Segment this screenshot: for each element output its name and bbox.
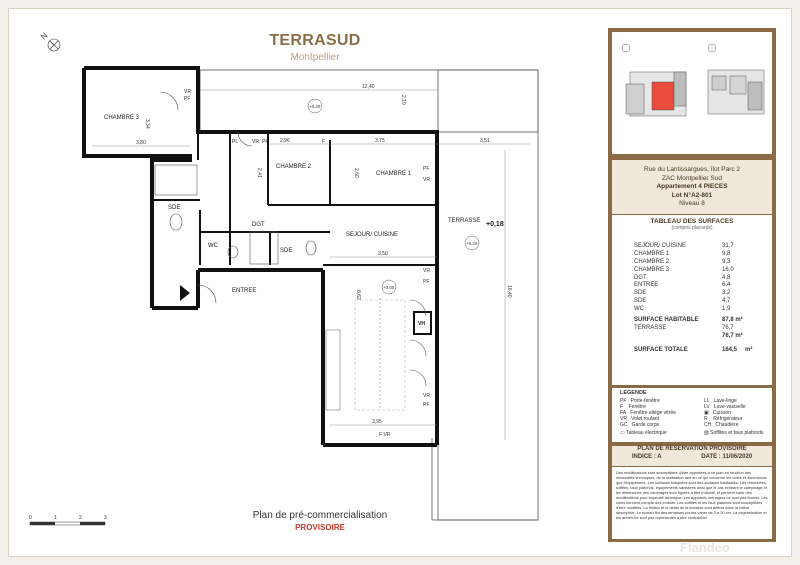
project-city: Montpellier	[290, 52, 340, 63]
room-sde-2: SDE	[280, 248, 292, 254]
marker-pf-4: PF	[423, 279, 429, 285]
marker-vh: VH	[418, 321, 425, 327]
marker-vr-2: VR	[252, 139, 259, 145]
reservation-bar: PLAN DE RESERVATION PROVISOIRE INDICE : …	[612, 446, 772, 466]
caption-line-1: Plan de pré-commercialisation	[252, 510, 388, 521]
dim-3-95: 3,95	[372, 419, 382, 425]
level-key-plan-1	[625, 71, 687, 117]
dim-3-34: 3,34	[144, 119, 150, 129]
surfaces-title: TABLEAU DES SURFACES	[650, 218, 734, 225]
marker-pf-3: PF	[423, 166, 429, 172]
dim-3-51: 3,51	[480, 138, 490, 144]
marker-vr: VR	[184, 89, 191, 95]
floor-plan: N	[29, 31, 539, 526]
index-label: INDICE : A	[631, 454, 662, 460]
level-2: +0.00	[383, 285, 395, 290]
marker-vr-4: VR	[423, 268, 430, 274]
reservation-title: PLAN DE RESERVATION PROVISOIRE	[637, 446, 747, 452]
dim-2-60: 2,60	[353, 168, 359, 178]
address: Rue du Lantissargues, îlot Parc 2	[643, 166, 741, 173]
dim-12-40: 12,40	[362, 84, 375, 90]
room-chambre-3: CHAMBRE 3	[104, 115, 140, 121]
room-wc: WC	[208, 243, 219, 249]
marker-vr-3: VR	[423, 177, 430, 183]
dim-2-10: 2,10	[400, 95, 406, 105]
lot-number: Lot N°A2-801	[671, 191, 713, 199]
dim-2-96: 2,96	[280, 138, 290, 144]
surfaces-subtitle: (compris placards)	[671, 225, 713, 231]
zone: ZAC Montpellier Sud	[662, 174, 722, 182]
level-1: +0.20	[309, 104, 321, 109]
legal-notes: Des modifications sont susceptibles d'êt…	[612, 467, 772, 539]
surfaces-table: TABLEAU DES SURFACES (compris placards) …	[612, 215, 772, 385]
dim-2-41: 2,41	[256, 168, 262, 178]
dim-3-80: 3,80	[136, 140, 146, 146]
location-thumbnails	[612, 32, 772, 154]
legend: LEGENDE PF Porte-fenêtre F Fenêtre FA Fe…	[612, 388, 772, 442]
apartment-type: Appartement 4 PIECES	[656, 183, 728, 190]
room-entree: ENTREE	[232, 288, 256, 294]
room-sde-1: SDE	[168, 205, 180, 211]
level-3: +0.20	[466, 241, 478, 246]
dim-3-75: 3,75	[375, 138, 385, 144]
electrical-panel-icon: ▭	[620, 430, 625, 436]
surface-terrasse-total: 76,7 m²	[722, 332, 743, 339]
room-chambre-1: CHAMBRE 1	[376, 171, 412, 177]
marker-pf: PF	[184, 96, 190, 102]
marker-vr-5: VR	[423, 393, 430, 399]
dim-8-62: 8,62	[355, 290, 361, 300]
marker-pf-5: PF	[423, 402, 429, 408]
watermark: Flandeo	[680, 540, 730, 555]
lot-info: Rue du Lantissargues, îlot Parc 2 ZAC Mo…	[612, 160, 772, 214]
dim-3-50: 3,50	[378, 251, 388, 257]
marker-f: F	[322, 139, 325, 145]
scale-3: 3	[104, 515, 107, 521]
scale-1: 1	[54, 515, 57, 521]
compass-icon	[621, 43, 717, 53]
room-sejour-cuisine: SEJOUR/ CUISINE	[346, 232, 398, 238]
scale-0: 0	[29, 515, 32, 521]
room-dgt: DGT	[252, 222, 265, 228]
north-label: N	[39, 31, 50, 42]
terrace-level: +0,18	[486, 221, 504, 228]
scale-bar: 0 1 2 3	[29, 515, 107, 526]
room-terrasse: TERRASSE	[448, 218, 480, 224]
room-chambre-2: CHAMBRE 2	[276, 164, 312, 170]
date-label: DATE : 11/06/2020	[701, 454, 753, 460]
level: Niveau 8	[679, 200, 705, 207]
marker-f-vr: F VR	[379, 432, 391, 438]
caption-line-2: PROVISOIRE	[295, 523, 345, 532]
dim-16-40: 16,40	[506, 285, 512, 298]
marker-pf-2: PF	[262, 139, 268, 145]
level-key-plan-2	[707, 69, 765, 115]
north-arrow-icon: N	[39, 31, 61, 52]
marker-pl: PL	[232, 139, 238, 145]
cooktop-icon: ▣	[704, 410, 709, 416]
entrance-arrow-icon	[180, 285, 190, 301]
legend-title: LEGENDE	[620, 390, 647, 396]
project-title: TERRASUD	[269, 32, 361, 49]
soffit-icon: ▨	[704, 430, 709, 436]
scale-2: 2	[79, 515, 82, 521]
